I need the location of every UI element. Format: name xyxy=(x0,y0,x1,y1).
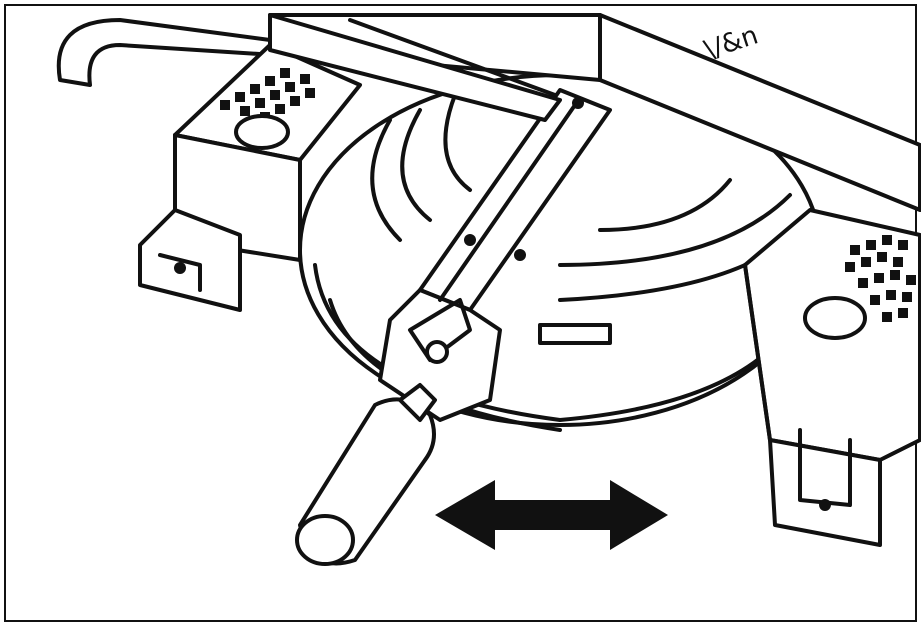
right-foot xyxy=(768,438,882,547)
miter-lock-screw xyxy=(425,340,449,364)
right-extension-arm xyxy=(743,208,921,547)
miter-arm[interactable] xyxy=(378,88,612,422)
left-mounting-hole xyxy=(234,114,290,150)
right-mounting-hole xyxy=(803,296,867,340)
left-extension-arm xyxy=(56,18,362,312)
lock-handle[interactable] xyxy=(295,383,437,566)
fence-bar xyxy=(268,13,562,122)
miter-lock-plate xyxy=(408,298,472,362)
scale-marking: \/&n xyxy=(701,20,762,65)
turntable-slot xyxy=(538,323,612,345)
left-foot xyxy=(138,208,242,312)
double-headed-arrow-icon xyxy=(435,480,668,550)
right-grip-pattern xyxy=(845,235,916,322)
